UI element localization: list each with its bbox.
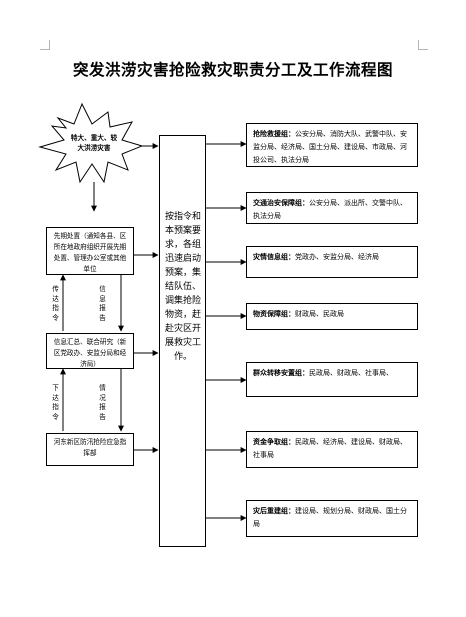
group-evacuation: 群众转移安置组：民政局、财政局、社事局、 <box>246 362 418 397</box>
group-reconstruction-name: 灾后重建组： <box>253 507 295 515</box>
trigger-label: 特大、重大、较大洪涝灾害 <box>70 134 118 152</box>
page-corner-mark-left <box>40 40 50 50</box>
initial-response-box: 先期处置（通知各县、区所在地政府组织开展先期处置、管理办公室或其他单位 <box>46 227 134 275</box>
group-funding: 资金争取组：民政局、经济局、建设局、财政局、社事局 <box>246 431 418 468</box>
group-evacuation-members: 民政局、财政局、社事局、 <box>309 369 393 377</box>
center-action-text: 按指令和本预案要求，各组迅速启动预案，集结队伍、调集抢险物资，赶赴灾区开展救灾工… <box>164 212 201 362</box>
group-disaster-info: 灾情信息组：党政办、安监分局、经济局 <box>246 246 418 278</box>
group-traffic-security-members: 公安分局、派出所、交警中队、执法分局 <box>253 199 407 220</box>
relay-order-label: 传达指令 <box>52 285 59 322</box>
group-supplies-members: 财政局、民政局 <box>295 310 344 318</box>
group-traffic-security: 交通治安保障组：公安分局、派出所、交警中队、执法分局 <box>246 192 418 224</box>
group-rescue: 抢险救援组：公安分局、消防大队、武警中队、安监分局、经济局、国土分局、建设局、市… <box>246 123 418 167</box>
issue-order-label: 下达指令 <box>52 384 59 421</box>
group-supplies: 物资保障组：财政局、民政局 <box>246 303 418 330</box>
trigger-burst-shape <box>38 102 144 184</box>
group-reconstruction-members: 建设局、规划分局、财政局、国土分局 <box>253 507 407 528</box>
group-disaster-info-name: 灾情信息组： <box>253 253 295 261</box>
page-title: 突发洪涝灾害抢险救灾职责分工及工作流程图 <box>72 60 393 79</box>
command-hq-box: 河东新区防汛抢险应急指挥部 <box>46 433 134 466</box>
group-supplies-name: 物资保障组： <box>253 310 295 318</box>
group-reconstruction: 灾后重建组：建设局、规划分局、财政局、国土分局 <box>246 500 418 537</box>
group-funding-members: 民政局、经济局、建设局、财政局、社事局 <box>253 438 407 459</box>
info-summary-box: 信息汇总、联合研究（新区党政办、安监分局和经济局） <box>46 333 134 369</box>
group-funding-name: 资金争取组： <box>253 438 295 446</box>
page-corner-mark-right <box>418 40 428 50</box>
status-report-label: 情况报告 <box>99 384 106 421</box>
group-traffic-security-name: 交通治安保障组： <box>253 199 309 207</box>
info-report-label: 信息报告 <box>99 285 106 322</box>
center-action-column <box>159 135 206 547</box>
group-evacuation-name: 群众转移安置组： <box>253 369 309 377</box>
group-rescue-name: 抢险救援组： <box>253 130 295 138</box>
group-disaster-info-members: 党政办、安监分局、经济局 <box>295 253 379 261</box>
group-rescue-members: 公安分局、消防大队、武警中队、安监分局、经济局、国土分局、建设局、市政局、河投公… <box>253 130 407 164</box>
